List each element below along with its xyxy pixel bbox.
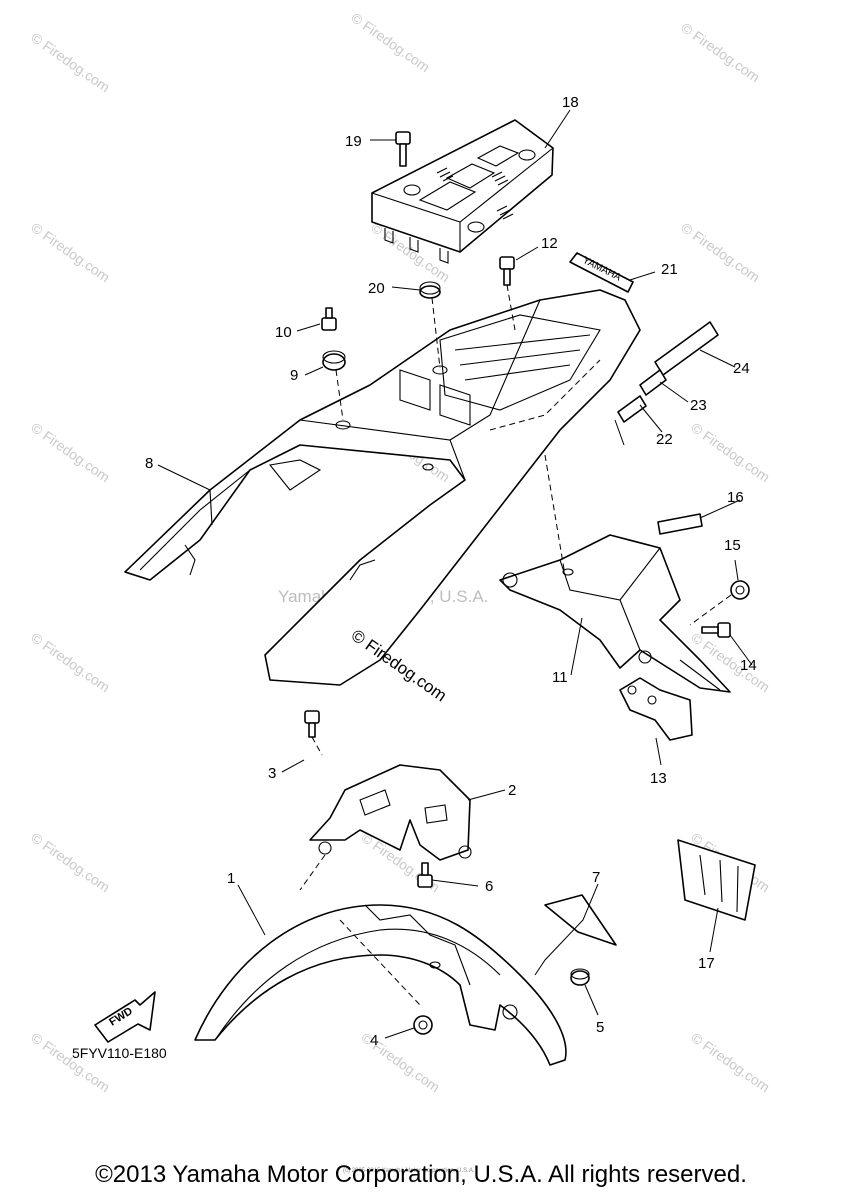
- callout-17: 17: [698, 955, 715, 972]
- decal-24: [654, 321, 719, 376]
- decal-23: [639, 369, 667, 396]
- callout-8: 8: [145, 455, 153, 472]
- part-17-reflector: [677, 839, 756, 921]
- watermark: © Firedog.com: [28, 219, 113, 285]
- callout-layer: 1 2 3 4 5 6 7 8 9 10 11 12 13 14 15 16 1…: [145, 94, 757, 1049]
- fine-print: (c) 2005-2015 Yamaha Motor Corporation, …: [343, 1168, 475, 1174]
- watermark: © Firedog.com: [678, 19, 763, 85]
- part-18-carrier: [371, 119, 554, 264]
- part-1-fender: [194, 904, 567, 1066]
- decal-22: [614, 395, 647, 446]
- callout-20: 20: [368, 280, 385, 297]
- callout-18: 18: [562, 94, 579, 111]
- callout-16: 16: [727, 489, 744, 506]
- part-13-bracket: [619, 677, 693, 741]
- watermark: © Firedog.com: [28, 1029, 113, 1095]
- watermark: © Firedog.com: [688, 1029, 773, 1095]
- callout-19: 19: [345, 133, 362, 150]
- leader-lines: [157, 109, 753, 1039]
- callout-21: 21: [661, 261, 678, 278]
- part-6-bolt: [417, 862, 433, 888]
- callout-11: 11: [552, 669, 568, 686]
- callout-22: 22: [656, 431, 673, 448]
- part-19-bolt: [395, 131, 411, 167]
- part-20-grommet: [419, 281, 441, 369]
- fwd-arrow: FWD: [94, 991, 156, 1043]
- watermark: © Firedog.com: [348, 9, 433, 75]
- callout-10: 10: [275, 324, 292, 341]
- part-10-bolt: [321, 307, 337, 331]
- callout-9: 9: [290, 367, 298, 384]
- diagram-code: 5FYV110-E180: [72, 1045, 167, 1061]
- part-3-bolt: [304, 710, 323, 756]
- part-4-nut: [413, 1015, 433, 1035]
- watermark: © Firedog.com: [28, 29, 113, 95]
- part-15-nut: [689, 580, 750, 626]
- part-14-bolt: [701, 622, 731, 638]
- part-12-bolt: [499, 256, 516, 331]
- part-2-bracket: [299, 764, 472, 891]
- decal-21: YAMAHA: [569, 252, 634, 293]
- callout-24: 24: [733, 360, 750, 377]
- part-16-pad: [657, 513, 703, 535]
- callout-4: 4: [370, 1032, 378, 1049]
- part-7-decal: [544, 894, 617, 946]
- watermark: © Firedog.com: [28, 419, 113, 485]
- part-8-seat-cowl: [124, 289, 641, 686]
- part-5-nut: [570, 968, 590, 986]
- callout-23: 23: [690, 397, 707, 414]
- callout-6: 6: [485, 878, 493, 895]
- callout-5: 5: [596, 1019, 604, 1036]
- watermark: © Firedog.com: [678, 219, 763, 285]
- watermark: © Firedog.com: [28, 629, 113, 695]
- watermark: © Firedog.com: [28, 829, 113, 895]
- callout-14: 14: [740, 657, 757, 674]
- callout-12: 12: [541, 235, 558, 252]
- callout-15: 15: [724, 537, 741, 554]
- part-11-bracket: [499, 454, 731, 693]
- callout-1: 1: [227, 870, 235, 887]
- callout-13: 13: [650, 770, 667, 787]
- copyright-notice: ©2013 Yamaha Motor Corporation, U.S.A. A…: [95, 1161, 747, 1188]
- callout-3: 3: [268, 765, 276, 782]
- callout-2: 2: [508, 782, 516, 799]
- callout-7: 7: [592, 869, 600, 886]
- part-9-grommet: [322, 350, 346, 421]
- watermark: © Firedog.com: [688, 419, 773, 485]
